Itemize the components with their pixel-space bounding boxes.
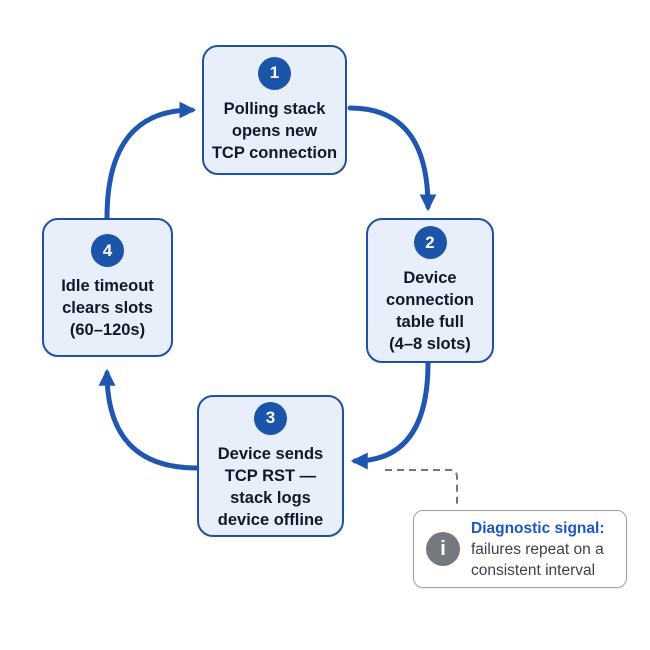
dashed-connector-line	[385, 469, 458, 506]
step-text-line: Polling stack	[223, 99, 326, 118]
step-number-badge-1: 1	[258, 56, 291, 90]
step-text-line: TCP connection	[211, 143, 338, 162]
arrow-step1-to-step2	[347, 105, 437, 212]
step-text-2: Device connection table full (4–8 slots)	[386, 267, 474, 355]
arrow-step4-to-step1	[104, 101, 197, 221]
callout-text: Diagnostic signal: failures repeat on a …	[471, 518, 614, 581]
step-text-line: (60–120s)	[69, 321, 146, 339]
step-text-1: Polling stack opens new TCP connection	[212, 98, 337, 164]
step-text-line: device offline	[217, 510, 324, 529]
info-icon: i	[426, 532, 460, 566]
step-text-line: Device sends	[217, 444, 324, 463]
arrow-step3-to-step4	[98, 368, 200, 471]
step-text-line: table full	[396, 313, 464, 331]
step-box-4: 4 Idle timeout clears slots (60–120s)	[42, 218, 173, 357]
step-box-2: 2 Device connection table full (4–8 slot…	[366, 218, 494, 363]
step-text-line: Device	[403, 269, 457, 287]
step-text-line: clears slots	[62, 299, 153, 317]
step-text-3: Device sends TCP RST — stack logs device…	[218, 443, 323, 531]
step-box-1: 1 Polling stack opens new TCP connection	[202, 45, 347, 175]
step-text-line: opens new	[231, 121, 318, 140]
arrow-step2-to-step3	[350, 360, 431, 470]
step-number-badge-4: 4	[91, 234, 124, 267]
step-text-line: stack logs	[230, 488, 311, 507]
step-text-line: connection	[385, 291, 474, 309]
callout-title: Diagnostic signal:	[471, 519, 605, 537]
step-text-4: Idle timeout clears slots (60–120s)	[61, 275, 154, 341]
step-box-3: 3 Device sends TCP RST — stack logs devi…	[197, 395, 344, 537]
step-number-badge-2: 2	[413, 226, 447, 259]
step-text-line: TCP RST —	[224, 466, 317, 485]
step-text-line: (4–8 slots)	[389, 335, 471, 353]
diagnostic-callout: i Diagnostic signal: failures repeat on …	[413, 510, 627, 588]
callout-body: failures repeat on a consistent interval	[471, 540, 604, 579]
step-number-badge-3: 3	[254, 401, 287, 435]
step-text-line: Idle timeout	[61, 277, 154, 295]
